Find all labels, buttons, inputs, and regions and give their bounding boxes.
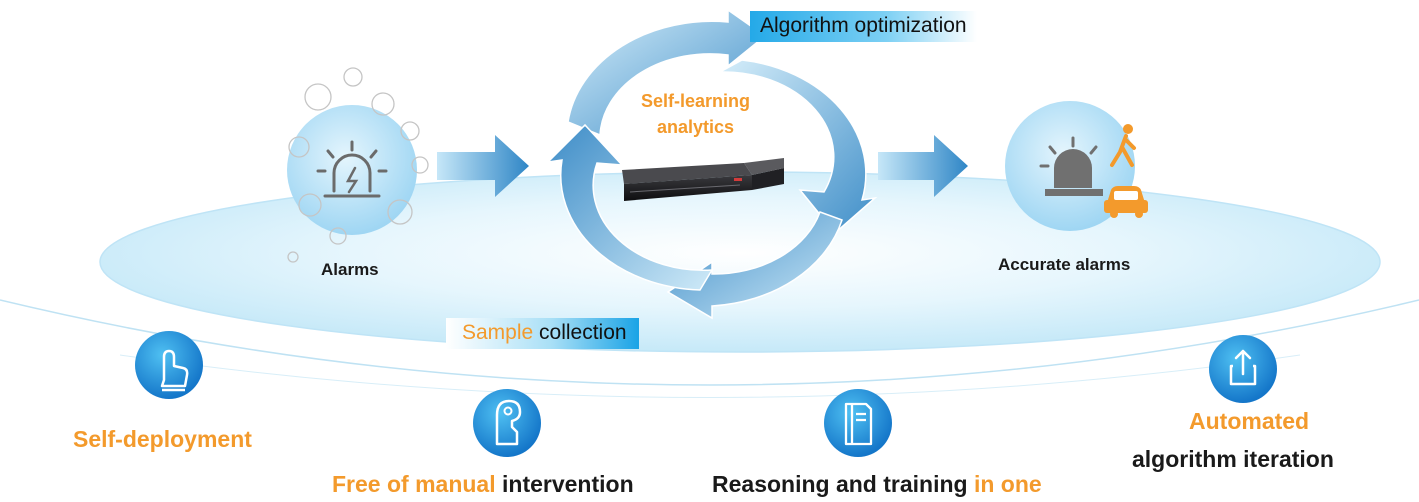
reasoning-word: Reasoning and training <box>712 471 968 497</box>
reasoning-training-label: Reasoning and training in one <box>712 471 1042 498</box>
arrow-to-center <box>437 135 529 197</box>
cycle-arrow-left <box>545 123 714 291</box>
cycle-arrow-right <box>719 59 878 235</box>
pointing-hand-icon <box>135 331 203 399</box>
algorithm-word: Algorithm <box>760 14 849 37</box>
self-deployment-label: Self-deployment <box>73 426 252 452</box>
algorithm-iteration-label: algorithm iteration <box>1132 446 1334 472</box>
alarms-node <box>287 67 429 263</box>
self-learning-label: Self-learning <box>641 91 751 111</box>
free-of-manual-word: Free of manual <box>332 471 496 497</box>
cycle-ring <box>545 8 878 320</box>
arrow-to-accurate <box>878 135 968 197</box>
door-hanger-icon <box>473 389 541 457</box>
siren-icon <box>316 140 388 198</box>
intervention-word: intervention <box>495 471 634 497</box>
timeline-curve <box>0 299 1419 386</box>
collection-word: collection <box>533 321 627 344</box>
automated-label: Automated <box>1189 408 1310 434</box>
algorithm-optimization-tag: Algorithm optimization <box>750 11 977 42</box>
cycle-arrow-bottom <box>666 211 843 320</box>
book-icon <box>824 389 892 457</box>
free-of-manual-intervention-label: Free of manual intervention <box>332 471 634 498</box>
accurate-alarms-node <box>1005 101 1148 231</box>
siren-person-car-icon <box>1039 124 1148 218</box>
in-one-word: in one <box>967 471 1042 497</box>
timeline-curve-2 <box>119 354 1301 398</box>
sample-collection-tag: Sample collection <box>446 318 639 349</box>
alarms-label: Alarms <box>321 260 379 279</box>
accurate-alarms-label: Accurate alarms <box>998 255 1131 274</box>
alarms-bubble <box>287 105 417 235</box>
analytics-label: analytics <box>657 117 735 137</box>
share-upload-icon <box>1209 335 1277 403</box>
sample-word: Sample <box>462 321 534 344</box>
nvr-device <box>622 158 784 201</box>
optimization-word: optimization <box>848 14 967 37</box>
